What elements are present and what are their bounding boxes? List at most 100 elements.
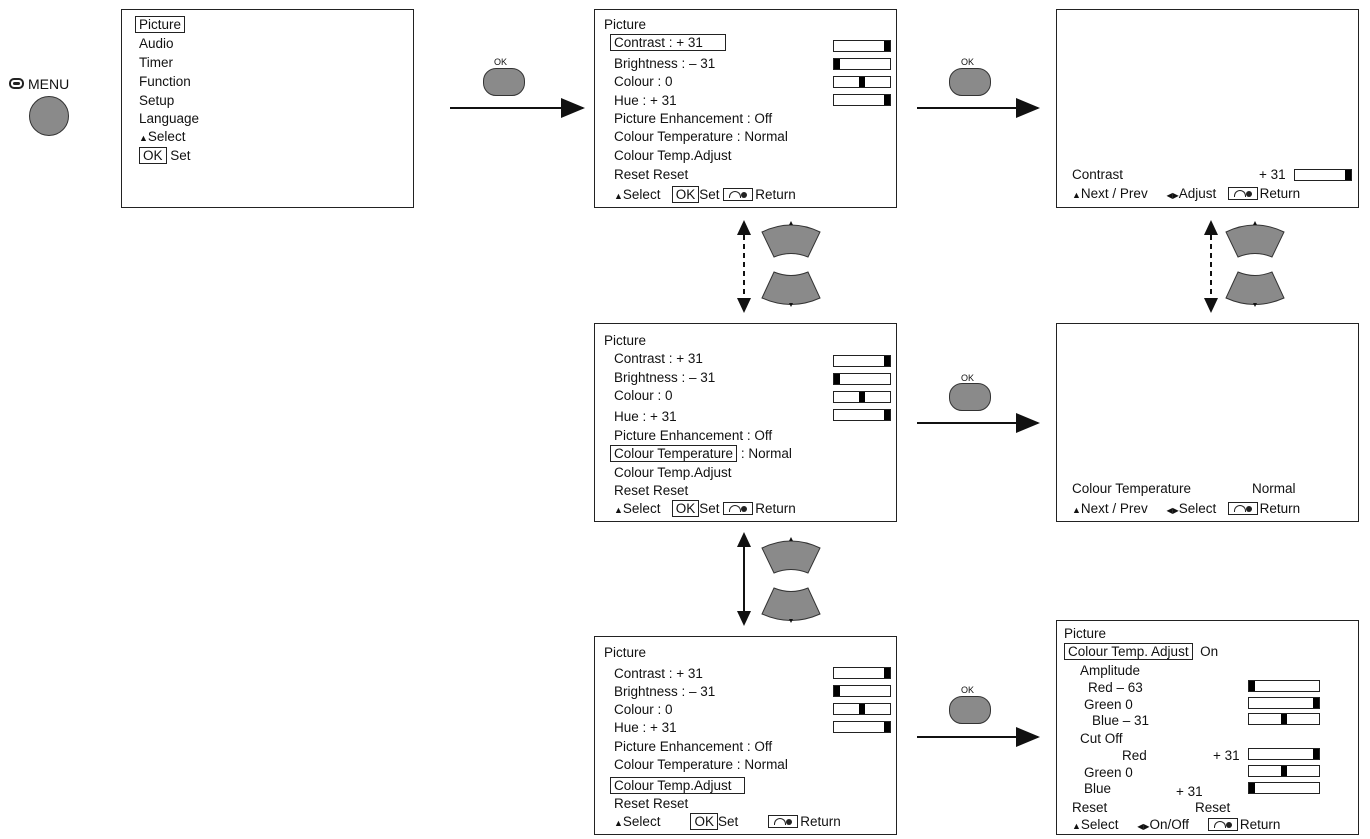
leftright-icon: ◀︎▶︎ — [1137, 822, 1150, 831]
menu-item-hue[interactable]: Hue : + 31 — [614, 93, 677, 108]
menu-item-contrast[interactable]: Contrast : + 31 — [610, 34, 726, 51]
menu-item-brightness[interactable]: Brightness : – 31 — [614, 370, 716, 385]
colour-bar — [833, 703, 891, 715]
set-hint: OK Set — [139, 147, 191, 164]
menu-item-enhancement[interactable]: Picture Enhancement : Off — [614, 428, 773, 443]
main-menu-panel: Picture Audio Timer Function Setup Langu… — [121, 9, 414, 208]
down-arrowhead — [737, 298, 751, 313]
ok-button[interactable] — [949, 696, 991, 724]
menu-item-brightness[interactable]: Brightness : – 31 — [614, 56, 716, 71]
ok-key-label: OK — [961, 685, 975, 695]
up-key-icon — [761, 224, 1285, 574]
contrast-label: Contrast — [1072, 167, 1124, 182]
cutoff-label: Cut Off — [1080, 731, 1123, 746]
picture-menu-temp-adjust: Picture Contrast : + 31 Brightness : – 3… — [594, 636, 897, 835]
amp-green-bar — [1248, 697, 1320, 709]
menu-item-temp-adjust[interactable]: Colour Temp.Adjust — [614, 148, 732, 163]
amp-blue[interactable]: Blue – 31 — [1092, 713, 1150, 728]
ok-key: OK — [671, 186, 700, 203]
temperature-screen: Colour Temperature Normal ▲︎Next / Prev … — [1056, 323, 1359, 522]
menu-item-contrast[interactable]: Contrast : + 31 — [614, 351, 703, 366]
menu-item-enhancement[interactable]: Picture Enhancement : Off — [614, 111, 773, 126]
contrast-value: + 31 — [1259, 167, 1286, 182]
panel-title: Picture — [604, 333, 647, 348]
footer-hints: ▲︎Next / Prev ◀︎▶︎Adjust Return — [1072, 186, 1301, 201]
leftright-icon: ◀︎▶︎ — [1166, 506, 1179, 515]
contrast-bar — [833, 355, 891, 367]
menu-item-colour[interactable]: Colour : 0 — [614, 702, 673, 717]
menu-item-reset[interactable]: Reset Reset — [614, 483, 689, 498]
menu-item-contrast[interactable]: Contrast : + 31 — [614, 666, 703, 681]
menu-item-enhancement[interactable]: Picture Enhancement : Off — [614, 739, 773, 754]
menu-item-temp-adjust[interactable]: Colour Temp.Adjust — [614, 465, 732, 480]
ok-button[interactable] — [483, 68, 525, 96]
menu-item-reset[interactable]: Reset Reset — [614, 167, 689, 182]
menu-item-brightness[interactable]: Brightness : – 31 — [614, 684, 716, 699]
leftright-icon: ◀︎▶︎ — [1166, 191, 1179, 200]
cut-green-bar — [1248, 765, 1320, 777]
temperature-value: Normal — [1252, 481, 1296, 496]
menu-item-colour[interactable]: Colour : 0 — [614, 74, 673, 89]
ok-key-label: OK — [961, 57, 975, 67]
colour-bar — [833, 391, 891, 403]
cut-red-value: + 31 — [1213, 748, 1240, 763]
return-icon — [1207, 818, 1238, 831]
ok-key-label: OK — [494, 57, 508, 67]
cut-green[interactable]: Green 0 — [1084, 765, 1133, 780]
panel-title: Picture — [1064, 626, 1107, 641]
colour-bar — [833, 76, 891, 88]
menu-item-temperature[interactable]: Colour Temperature : Normal — [610, 445, 792, 462]
main-menu-item-setup[interactable]: Setup — [139, 93, 175, 108]
ok-button[interactable] — [949, 68, 991, 96]
amp-green[interactable]: Green 0 — [1084, 697, 1133, 712]
updown-icon: ▲︎ — [614, 818, 623, 828]
cut-blue-value: + 31 — [1176, 784, 1203, 799]
updown-icon: ▲︎ — [139, 133, 148, 143]
brightness-bar — [833, 685, 891, 697]
updown-icon: ▲︎ — [614, 191, 623, 201]
cut-red-bar — [1248, 748, 1320, 760]
menu-item-hue[interactable]: Hue : + 31 — [614, 409, 677, 424]
amp-red[interactable]: Red – 63 — [1088, 680, 1143, 695]
amplitude-label: Amplitude — [1080, 663, 1141, 678]
contrast-bar — [833, 40, 891, 52]
updown-icon: ▲︎ — [614, 505, 623, 515]
ok-button[interactable] — [949, 383, 991, 411]
cut-red[interactable]: Red — [1122, 748, 1147, 763]
panel-title: Picture — [604, 17, 647, 32]
return-icon — [723, 188, 754, 201]
menu-item-reset[interactable]: Reset Reset — [614, 796, 689, 811]
picture-menu-temperature: Picture Contrast : + 31 Brightness : – 3… — [594, 323, 897, 522]
return-icon — [1227, 187, 1258, 200]
menu-item-temperature[interactable]: Colour Temperature : Normal — [614, 757, 788, 772]
menu-button[interactable] — [29, 96, 69, 136]
up-arrowhead — [737, 220, 751, 235]
main-menu-item-audio[interactable]: Audio — [139, 36, 174, 51]
temp-adjust-header[interactable]: Colour Temp. Adjust On — [1064, 643, 1218, 660]
cut-blue[interactable]: Blue — [1084, 781, 1112, 796]
brightness-bar — [833, 373, 891, 385]
picture-menu-contrast: Picture Contrast : + 31 Brightness : – 3… — [594, 9, 897, 208]
menu-item-temp-adjust[interactable]: Colour Temp.Adjust — [610, 777, 745, 794]
ok-key: OK — [139, 147, 167, 164]
menu-item-colour[interactable]: Colour : 0 — [614, 388, 673, 403]
reset-label[interactable]: Reset — [1072, 800, 1108, 815]
main-menu-item-function[interactable]: Function — [139, 74, 191, 89]
main-menu-item-timer[interactable]: Timer — [139, 55, 173, 70]
menu-item-hue[interactable]: Hue : + 31 — [614, 720, 677, 735]
main-menu-item-picture[interactable]: Picture — [135, 16, 186, 33]
hue-bar — [833, 94, 891, 106]
panel-title: Picture — [604, 645, 647, 660]
contrast-adjust-screen: Contrast + 31 ▲︎Next / Prev ◀︎▶︎Adjust R… — [1056, 9, 1359, 208]
menu-button-label: MENU — [28, 76, 70, 92]
menu-item-temperature[interactable]: Colour Temperature : Normal — [614, 129, 788, 144]
contrast-slider[interactable] — [1294, 169, 1352, 181]
ok-key-label: OK — [961, 373, 975, 383]
footer-hints: ▲︎Select ◀︎▶︎On/Off Return — [1072, 817, 1281, 832]
return-icon — [723, 502, 754, 515]
return-icon — [768, 815, 799, 828]
main-menu-item-language[interactable]: Language — [139, 111, 200, 126]
brightness-bar — [833, 58, 891, 70]
